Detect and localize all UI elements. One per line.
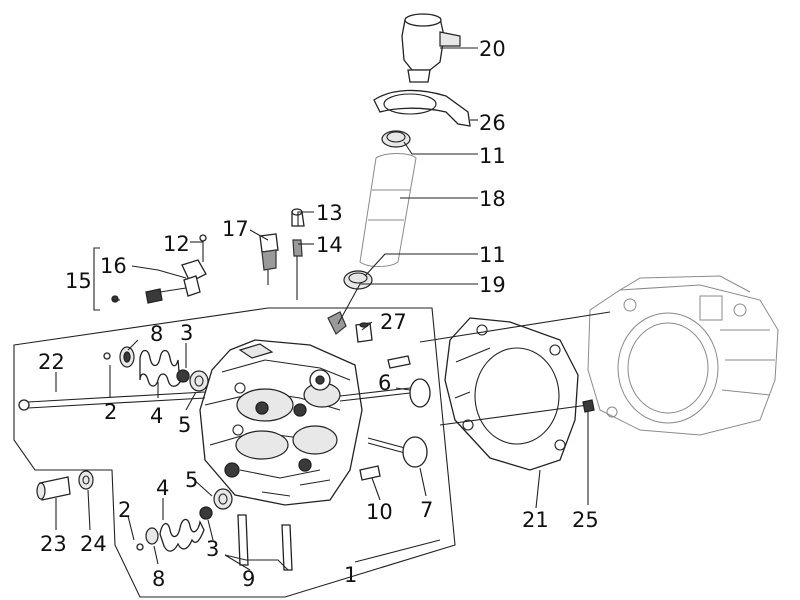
label-16: 16: [100, 254, 127, 278]
label-15: 15: [65, 269, 92, 293]
label-1: 1: [344, 563, 357, 587]
sensor-part: [111, 234, 207, 304]
label-2-lower: 2: [118, 498, 131, 522]
label-19: 19: [479, 273, 506, 297]
lower-valve-spring-set: [136, 488, 233, 552]
label-22: 22: [38, 350, 65, 374]
label-3-lower: 3: [206, 537, 219, 561]
upper-valve-spring-set: [103, 346, 209, 392]
label-2-upper: 2: [104, 400, 117, 424]
long-bolt-part: [18, 391, 206, 411]
label-11-lower: 11: [479, 243, 506, 267]
temperature-sensor-part: [259, 233, 279, 285]
intake-assembly-part: [327, 13, 471, 343]
label-27: 27: [380, 310, 407, 334]
label-4-lower: 4: [156, 476, 169, 500]
part-number-labels: 20 26 11 18 11 19 27 13 14 17 12 16 15 8…: [38, 37, 599, 591]
label-3-upper: 3: [180, 321, 193, 345]
label-6: 6: [378, 371, 391, 395]
label-20: 20: [479, 37, 506, 61]
alignment-lines: [419, 311, 611, 426]
dowel-pin-part: [237, 355, 411, 571]
label-5-upper: 5: [178, 413, 191, 437]
label-10: 10: [366, 500, 393, 524]
label-25: 25: [572, 508, 599, 532]
label-21: 21: [522, 508, 549, 532]
leader-lines: [55, 47, 589, 571]
label-7: 7: [420, 498, 433, 522]
label-24: 24: [80, 532, 107, 556]
cylinder-gasket-part: [444, 317, 579, 471]
plug-part: [582, 399, 595, 413]
cylinder-head-outline: [13, 307, 456, 598]
valve-part: [339, 378, 431, 468]
cylinder-head-part: [199, 339, 363, 506]
label-14: 14: [316, 233, 343, 257]
spacer-part: [36, 470, 94, 501]
label-23: 23: [40, 532, 67, 556]
cylinder-part: [587, 275, 779, 436]
label-8-upper: 8: [150, 322, 163, 346]
label-12: 12: [163, 232, 190, 256]
label-26: 26: [479, 111, 506, 135]
label-17: 17: [222, 217, 249, 241]
label-13: 13: [316, 201, 343, 225]
label-11-upper: 11: [479, 144, 506, 168]
label-4-upper: 4: [150, 404, 163, 428]
label-5-lower: 5: [185, 468, 198, 492]
label-18: 18: [479, 187, 506, 211]
label-9: 9: [242, 567, 255, 591]
label-8-lower: 8: [152, 567, 165, 591]
